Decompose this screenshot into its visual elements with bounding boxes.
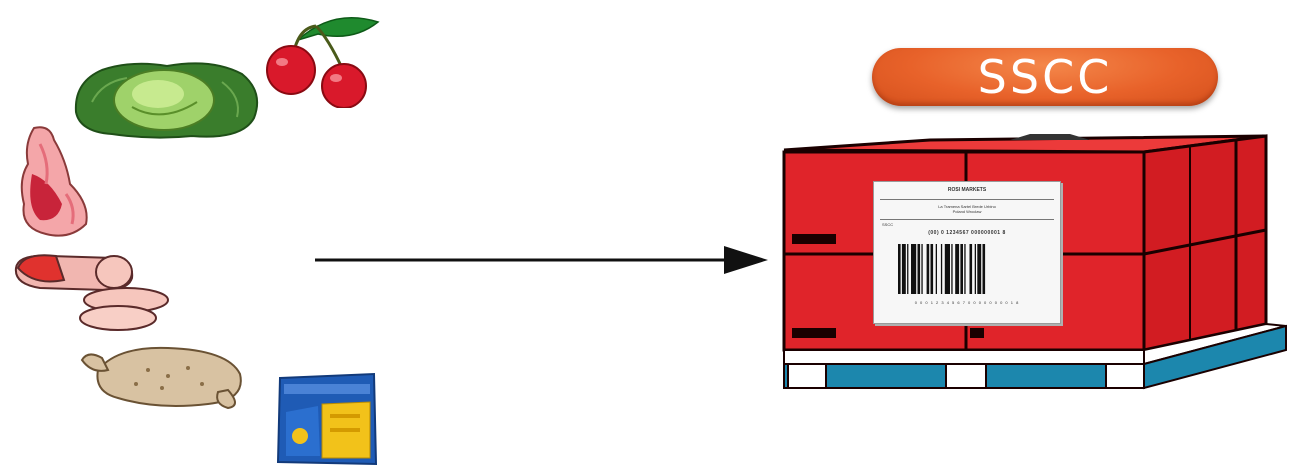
sscc-badge-label: SSCC (977, 50, 1113, 104)
sausage-icon (14, 254, 169, 331)
sscc-badge: SSCC (872, 48, 1218, 106)
label-title: ROSI MARKETS (947, 187, 987, 193)
label-sscc-code: (00) 0 1234567 000000001 8 (928, 230, 1006, 236)
label-sscc-caption: SSCC (882, 222, 894, 227)
arrow-right-icon (315, 246, 768, 274)
barcode-icon (898, 244, 986, 294)
label-address: La Tramena Sartel Brede Urbino Poland Wr… (874, 204, 1060, 214)
label-address-line2: Poland Wroclaw (952, 209, 982, 214)
cherries-icon (266, 16, 380, 108)
shipping-label: ROSI MARKETS La Tramena Sartel Brede Urb… (873, 181, 1061, 324)
meat-cut-icon (20, 126, 88, 237)
label-address-line1: La Tramena Sartel Brede Urbino (938, 204, 996, 209)
label-barcode-text: 0 0 0 1 2 3 4 5 6 7 0 0 0 0 0 0 0 0 1 8 (914, 300, 1020, 305)
raw-chicken-icon (80, 346, 242, 410)
pasta-package-icon (276, 372, 378, 466)
cabbage-icon (74, 62, 258, 139)
